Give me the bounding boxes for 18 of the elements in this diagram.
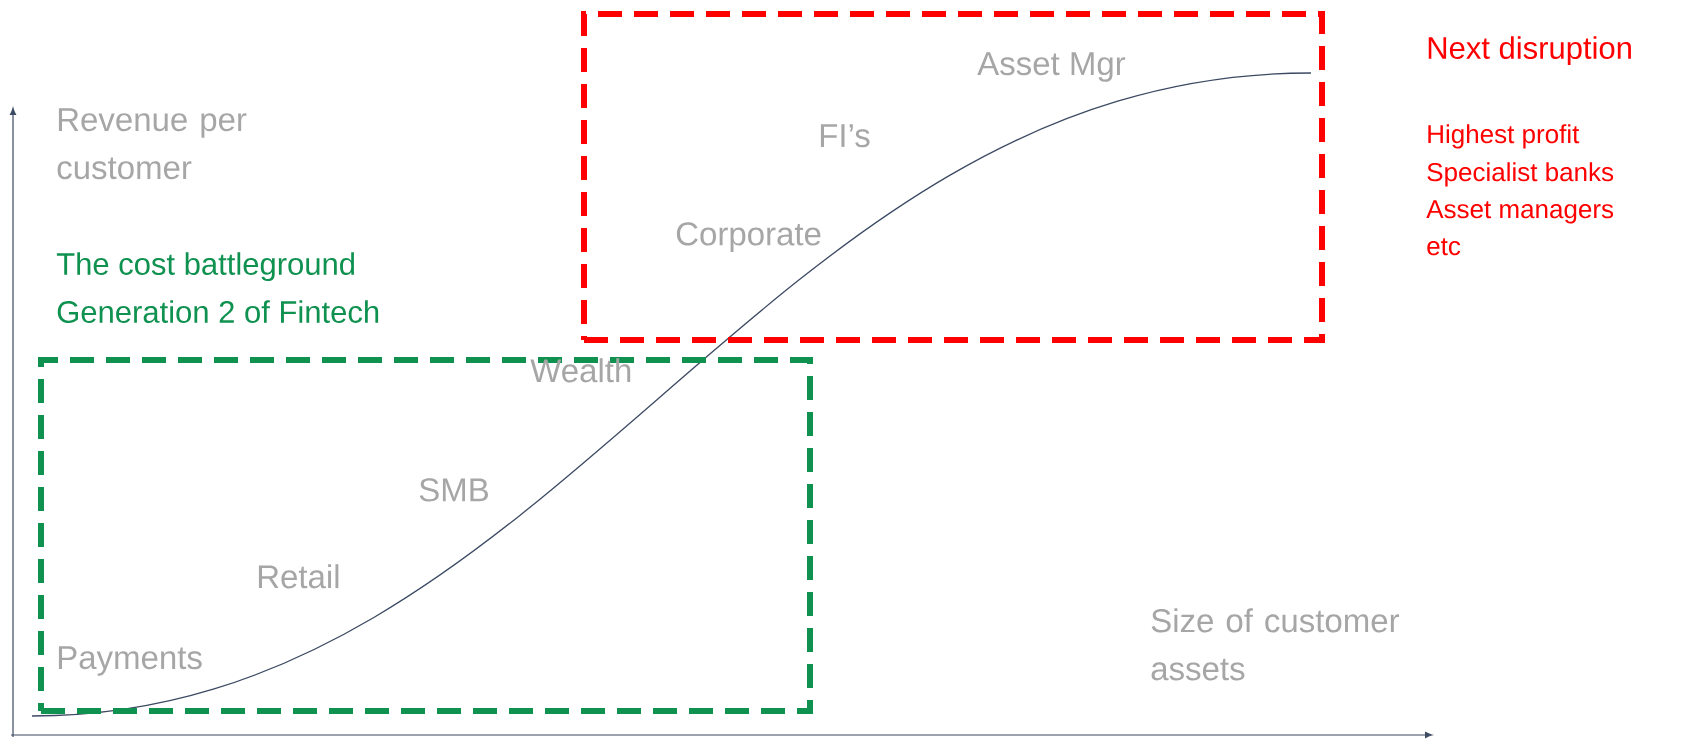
axis-label: Revenue per customer (57, 108, 247, 180)
segment-label: FI’s (820, 124, 870, 148)
segment-label: Asset Mgr (977, 52, 1126, 82)
heading: Next disruption (1428, 36, 1631, 66)
list-item: Highest profit (1428, 124, 1580, 149)
dashed-box (581, 11, 1325, 343)
dashed-box (38, 357, 813, 714)
segment-label: Wealth (530, 358, 631, 383)
segment-label: Payments (58, 646, 202, 676)
axis-label: Size of customer assets (1151, 608, 1400, 681)
segment-label: Corporate (676, 222, 821, 253)
segment-label: Retail (258, 564, 339, 589)
segment-label: SMB (419, 478, 488, 502)
heading: Generation 2 of Fintech (57, 300, 379, 323)
list-item: Specialist banks (1427, 162, 1614, 187)
heading: The cost battleground (56, 252, 354, 282)
list-item: etc (1427, 238, 1461, 256)
list-item: Asset managers (1426, 200, 1614, 224)
